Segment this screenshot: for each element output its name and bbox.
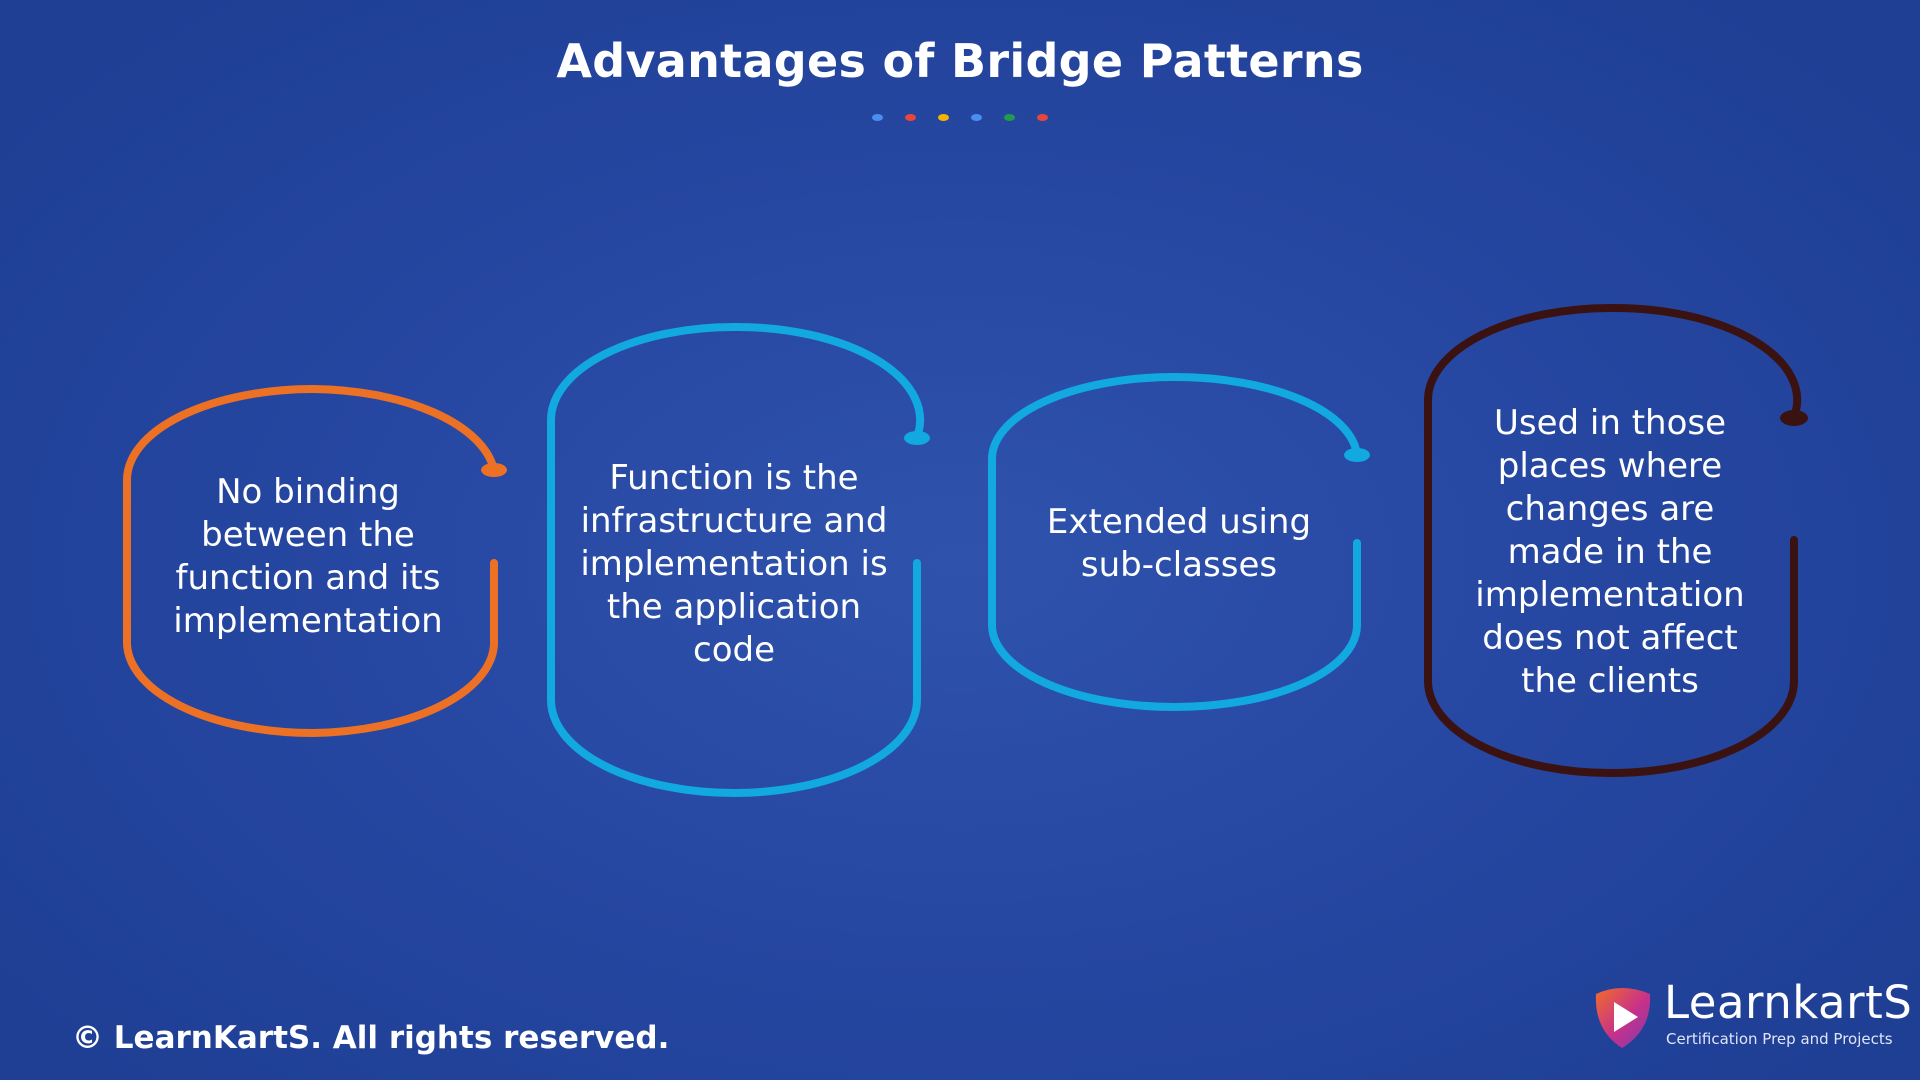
logo-shield-icon (1595, 988, 1651, 1048)
advantage-3-outline-end (1344, 448, 1370, 462)
advantage-4-text: Used in those places where changes are m… (1475, 402, 1745, 701)
advantage-4-outline-end (1780, 410, 1808, 426)
logo-name: LearnkartS (1664, 976, 1913, 1029)
advantage-2-text: Function is the infrastructure and imple… (580, 457, 888, 670)
copyright-notice: © LearnKartS. All rights reserved. (72, 1020, 670, 1056)
divider-dot (971, 114, 982, 121)
advantage-3-outline (988, 372, 1361, 712)
slide-title: Advantages of Bridge Patterns (556, 34, 1364, 88)
advantage-3-text: Extended using sub-classes (1046, 502, 1312, 585)
divider-dot (1037, 114, 1048, 121)
advantage-1-outline (122, 384, 499, 738)
advantage-2-outline (547, 322, 925, 798)
advantage-1-outline-end (481, 463, 507, 477)
divider-dot (905, 114, 916, 121)
divider-dot (872, 114, 883, 121)
advantage-4-outline (1424, 303, 1802, 778)
title-divider-dots (872, 114, 1048, 124)
logo-tagline: Certification Prep and Projects (1666, 1030, 1893, 1048)
advantage-2-outline-end (904, 431, 930, 445)
learnkarts-logo: LearnkartS Certification Prep and Projec… (1592, 976, 1912, 1054)
divider-dot (938, 114, 949, 121)
divider-dot (1004, 114, 1015, 121)
advantage-1-text: No binding between the function and its … (173, 472, 443, 641)
